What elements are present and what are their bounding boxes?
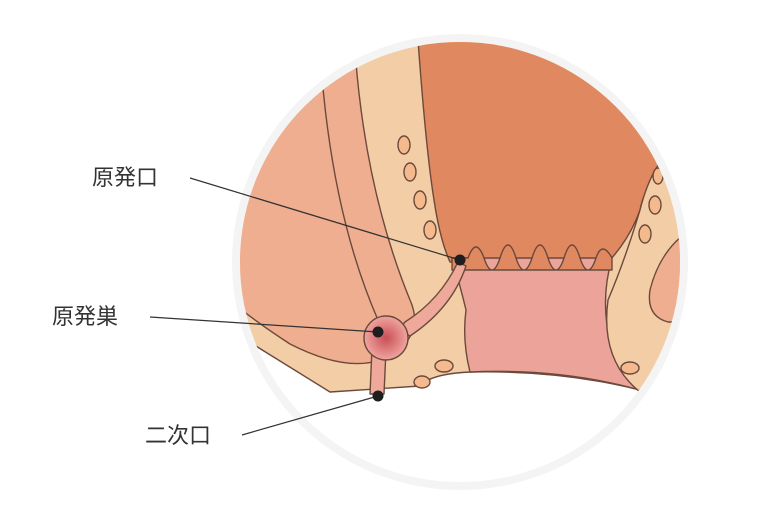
gland xyxy=(397,135,411,155)
primary-opening-marker-icon xyxy=(454,254,466,266)
leader-primary-opening xyxy=(189,177,461,261)
anal-crypts xyxy=(451,244,613,271)
right-sphincter xyxy=(605,139,680,393)
gland xyxy=(423,220,437,240)
gland xyxy=(413,375,431,389)
primary-abscess-marker-icon xyxy=(372,326,384,338)
label-primary-opening: 原発口 xyxy=(92,166,158,191)
label-primary-abscess: 原発巣 xyxy=(52,305,118,330)
gland xyxy=(434,359,454,373)
label-secondary-opening: 二次口 xyxy=(145,424,211,449)
secondary-opening-marker-icon xyxy=(372,390,384,402)
gland xyxy=(620,361,640,375)
leader-primary-abscess xyxy=(149,316,379,333)
primary-abscess-mass xyxy=(363,315,409,361)
gland xyxy=(648,195,662,215)
gland xyxy=(638,224,652,244)
gland xyxy=(413,190,427,210)
leader-secondary-opening xyxy=(241,395,379,436)
gland xyxy=(403,162,417,182)
